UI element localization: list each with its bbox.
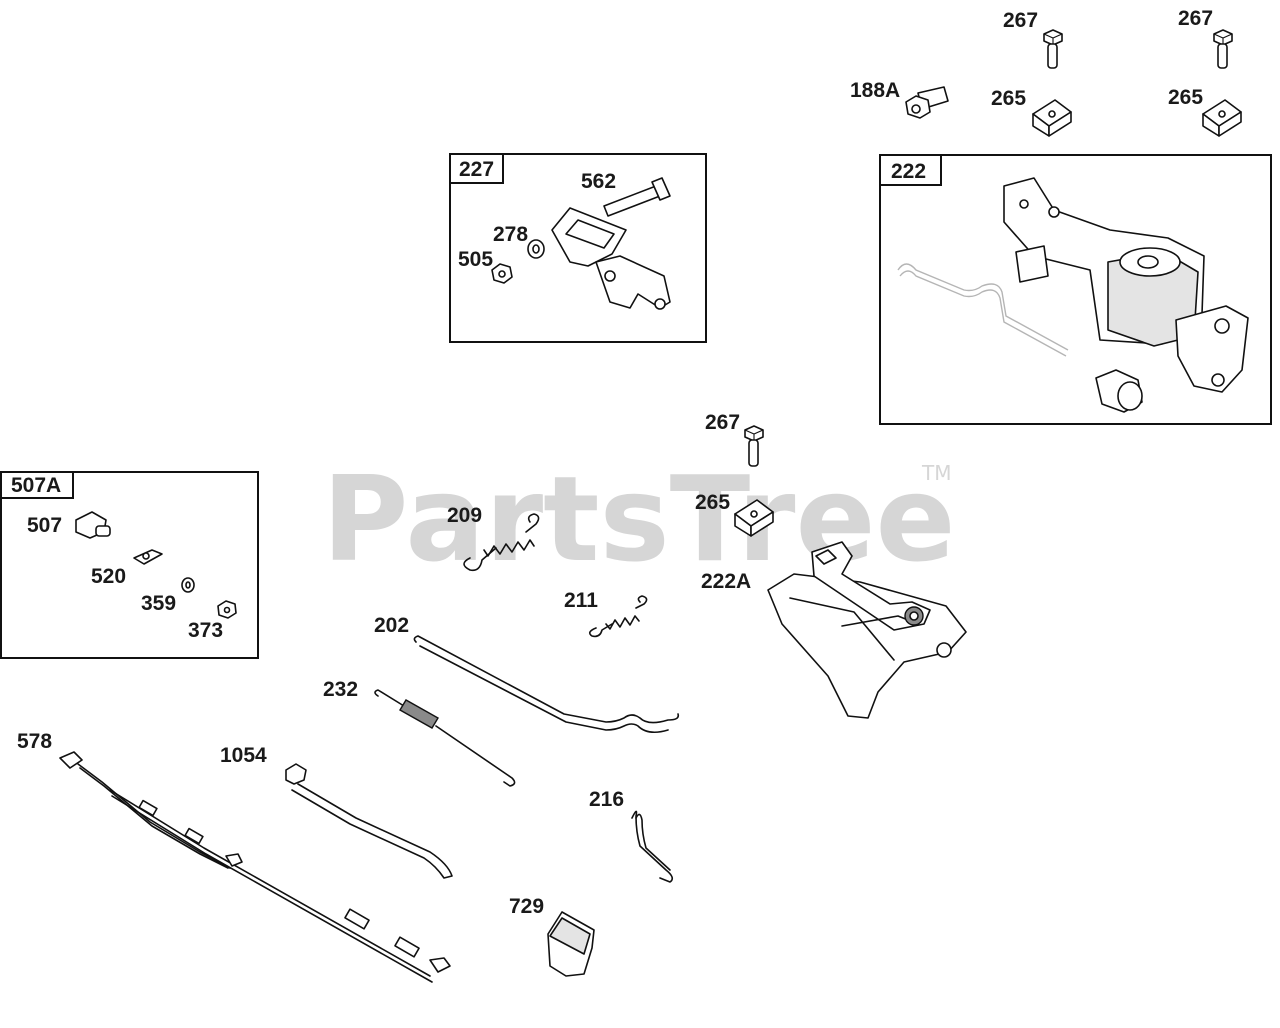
callout-209: 209 xyxy=(447,504,482,527)
callout-505: 505 xyxy=(458,248,493,271)
callout-265: 265 xyxy=(695,491,730,514)
terminal-520[interactable] xyxy=(133,549,163,565)
cable-tie-1054[interactable] xyxy=(285,763,453,879)
callout-211: 211 xyxy=(564,589,598,612)
box-507a-label: 507A xyxy=(11,474,61,497)
washer-359[interactable] xyxy=(181,577,195,593)
callout-562: 562 xyxy=(581,170,616,193)
governor-linkage-ghost xyxy=(897,263,1069,357)
callout-373: 373 xyxy=(188,619,223,642)
box-222: 222 xyxy=(879,154,1272,425)
box-227-label: 227 xyxy=(459,158,494,181)
link-216[interactable] xyxy=(631,810,674,883)
link-rod-202[interactable] xyxy=(413,635,680,734)
box-507a: 507A xyxy=(0,471,259,659)
bolt-267-b[interactable] xyxy=(1213,29,1233,69)
callout-267: 267 xyxy=(1178,7,1213,30)
governor-control-bracket[interactable] xyxy=(1003,177,1249,393)
knob-222-part[interactable] xyxy=(1095,369,1143,413)
box-222-label: 222 xyxy=(891,160,926,183)
spring-211[interactable] xyxy=(588,595,648,638)
bolt-267-a[interactable] xyxy=(1043,29,1063,69)
nut-505[interactable] xyxy=(491,263,513,284)
bracket-227-part[interactable] xyxy=(551,207,671,310)
callout-265: 265 xyxy=(991,87,1026,110)
bolt-562[interactable] xyxy=(603,177,671,217)
clip-265-b[interactable] xyxy=(1202,99,1242,137)
callout-507: 507 xyxy=(27,514,62,537)
watermark-trademark: TM xyxy=(921,461,951,485)
cover-729[interactable] xyxy=(547,911,595,977)
spring-232[interactable] xyxy=(374,689,516,787)
callout-222a: 222A xyxy=(701,570,751,593)
clip-265-c[interactable] xyxy=(734,499,774,537)
callout-578: 578 xyxy=(17,730,52,753)
callout-202: 202 xyxy=(374,614,409,637)
box-227: 227 xyxy=(449,153,707,343)
clip-265-a[interactable] xyxy=(1032,99,1072,137)
callout-520: 520 xyxy=(91,565,126,588)
callout-1054: 1054 xyxy=(220,744,267,767)
callout-188a: 188A xyxy=(850,79,900,102)
watermark-brand: PartsTree xyxy=(322,450,956,588)
callout-216: 216 xyxy=(589,788,624,811)
callout-278: 278 xyxy=(493,223,528,246)
cable-578[interactable] xyxy=(59,751,451,983)
callout-267: 267 xyxy=(705,411,740,434)
spring-209[interactable] xyxy=(463,513,540,572)
nut-373[interactable] xyxy=(217,600,237,619)
throttle-control-222a[interactable] xyxy=(767,541,967,719)
switch-507[interactable] xyxy=(75,511,111,539)
callout-232: 232 xyxy=(323,678,358,701)
washer-278[interactable] xyxy=(527,239,545,259)
bolt-267-c[interactable] xyxy=(744,425,764,467)
callout-labels: 267 267 188A 265 265 562 278 505 267 265… xyxy=(17,7,1213,918)
callout-265: 265 xyxy=(1168,86,1203,109)
callout-729: 729 xyxy=(509,895,544,918)
callout-359: 359 xyxy=(141,592,176,615)
callout-267: 267 xyxy=(1003,9,1038,32)
spacer-188a[interactable] xyxy=(905,86,949,119)
